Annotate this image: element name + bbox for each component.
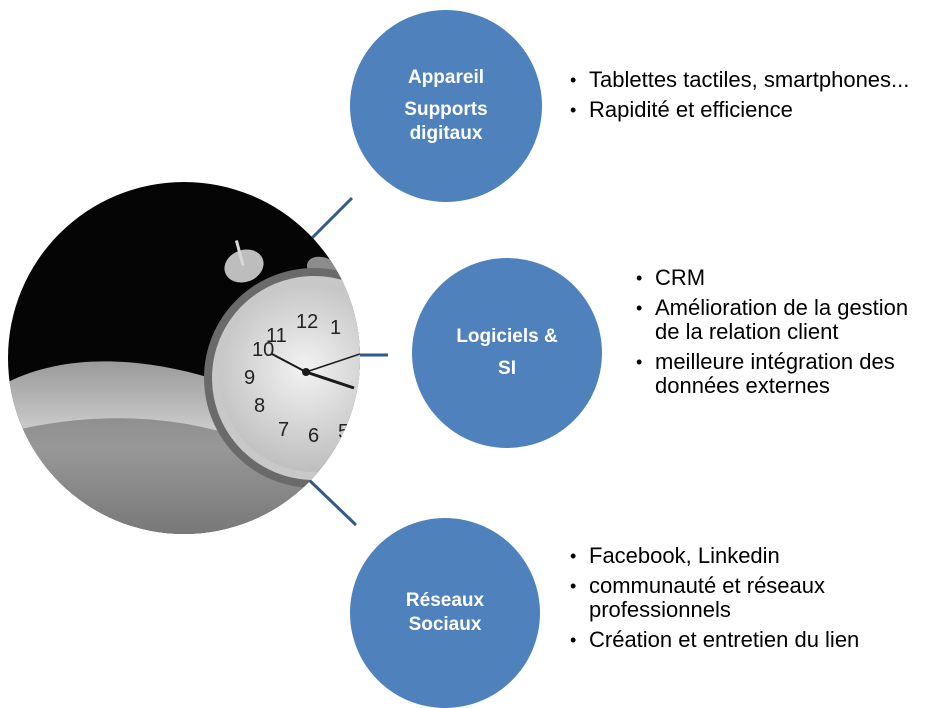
node-appareil-supports-digitaux: Appareil Supports digitaux: [350, 10, 542, 202]
svg-text:6: 6: [308, 425, 319, 447]
svg-text:7: 7: [278, 419, 289, 441]
bullet-item: Tablettes tactiles, smartphones...: [570, 68, 910, 93]
alarm-clock-in-hand-icon: 12 1 11 10 9 8 7 6 5: [8, 182, 360, 534]
bullet-item: meilleure intégration des données extern…: [636, 350, 938, 398]
bullet-item: CRM: [636, 266, 938, 291]
bullet-item: Création et entretien du lien: [570, 628, 900, 653]
bullet-item: Amélioration de la gestion de la relatio…: [636, 296, 938, 344]
node-logiciels-si: Logiciels & SI: [412, 258, 602, 448]
node-label-line: Sociaux: [408, 614, 482, 635]
svg-text:12: 12: [296, 311, 318, 333]
connector-bottom: [305, 476, 358, 527]
node-reseaux-sociaux: Réseaux Sociaux: [350, 518, 540, 708]
node-label-line: Appareil: [407, 67, 485, 88]
svg-text:10: 10: [252, 339, 274, 361]
bullet-list-appareil: Tablettes tactiles, smartphones... Rapid…: [570, 68, 910, 128]
node-label-line: Réseaux: [405, 590, 485, 611]
bullet-item: Rapidité et efficience: [570, 98, 910, 123]
bullet-list-reseaux: Facebook, Linkedin communauté et réseaux…: [570, 544, 900, 658]
svg-text:11: 11: [266, 325, 287, 347]
node-label-line: digitaux: [409, 123, 483, 144]
svg-text:5: 5: [338, 421, 349, 443]
node-label-line: SI: [498, 358, 516, 379]
node-label-line: Logiciels &: [456, 326, 558, 347]
alarm-clock-photo: 12 1 11 10 9 8 7 6 5: [8, 182, 360, 534]
node-label-line: Supports: [404, 99, 488, 120]
svg-text:9: 9: [244, 367, 255, 389]
bullet-list-logiciels: CRM Amélioration de la gestion de la rel…: [636, 266, 938, 404]
svg-text:1: 1: [330, 317, 341, 339]
bullet-item: communauté et réseaux professionnels: [570, 574, 900, 622]
svg-text:8: 8: [254, 395, 265, 417]
bullet-item: Facebook, Linkedin: [570, 544, 900, 569]
